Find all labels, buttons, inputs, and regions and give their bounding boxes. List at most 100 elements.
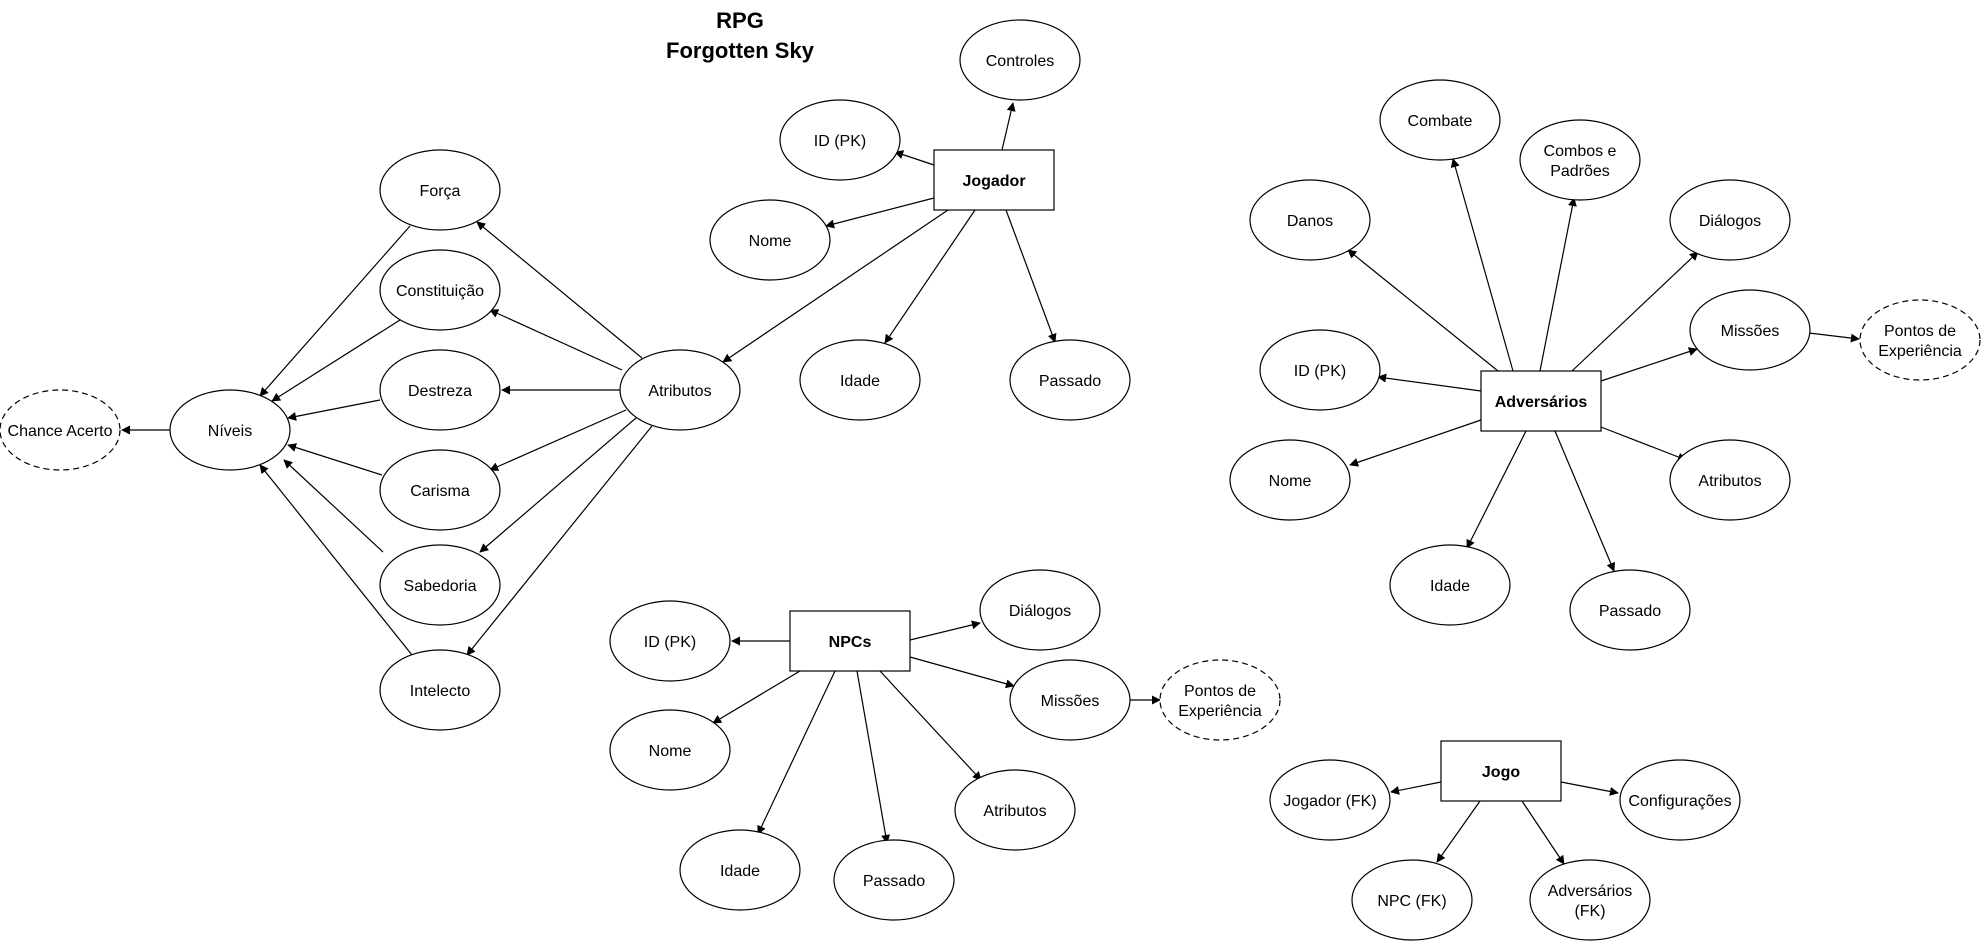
node-chance-acerto: Chance Acerto [0, 389, 121, 471]
connectors [121, 102, 1860, 865]
edge-jogador-passado [1005, 209, 1057, 343]
edge-npc-atributos [879, 670, 982, 781]
svg-text:Idade: Idade [1430, 578, 1470, 595]
edge-destreza-niveis [287, 399, 381, 421]
entity-npcs: NPCs [789, 610, 911, 672]
svg-text:NPC (FK): NPC (FK) [1377, 893, 1446, 910]
edge-jogo-adv [1521, 800, 1565, 865]
svg-text:NPCs: NPCs [829, 634, 872, 651]
edge-intelecto-niveis [259, 464, 413, 656]
svg-text:Experiência: Experiência [1178, 703, 1262, 720]
edge-adv-missoes [1600, 347, 1698, 382]
edge-adv-passado [1554, 430, 1616, 572]
svg-text:(FK): (FK) [1574, 903, 1605, 920]
edge-carisma-niveis [287, 443, 383, 476]
svg-text:Adversários: Adversários [1495, 394, 1588, 411]
svg-text:ID (PK): ID (PK) [814, 133, 866, 150]
node-niveis: Níveis [169, 389, 291, 471]
entity-jogador: Jogador [933, 149, 1055, 211]
node-forca: Força [379, 149, 501, 231]
svg-text:Missões: Missões [1721, 323, 1780, 340]
node-adv-id: ID (PK) [1259, 329, 1381, 411]
svg-text:Experiência: Experiência [1878, 343, 1962, 360]
edge-adv-idade [1466, 430, 1527, 549]
node-jogo-jogador-fk: Jogador (FK) [1269, 759, 1391, 841]
svg-text:Idade: Idade [840, 373, 880, 390]
svg-text:Níveis: Níveis [208, 423, 252, 440]
edge-adv-danos [1347, 249, 1499, 372]
edge-npc-passado [856, 670, 891, 844]
edge-jogador-controles [1001, 102, 1016, 151]
node-adv-combate: Combate [1379, 79, 1501, 161]
svg-text:Força: Força [420, 183, 461, 200]
node-constituicao: Constituição [379, 249, 501, 331]
edge-jogo-config [1560, 781, 1619, 796]
node-npc-idade: Idade [679, 829, 801, 911]
svg-text:Intelecto: Intelecto [410, 683, 471, 700]
node-adv-dialogos: Diálogos [1669, 179, 1791, 261]
edge-npc-missoes [909, 656, 1015, 689]
svg-text:Atributos: Atributos [648, 383, 711, 400]
node-npc-dialogos: Diálogos [979, 569, 1101, 651]
svg-text:Passado: Passado [1599, 603, 1661, 620]
node-adv-missoes: Missões [1689, 289, 1811, 371]
entity-jogo: Jogo [1440, 740, 1562, 802]
svg-text:Pontos de: Pontos de [1184, 683, 1256, 700]
svg-text:Configurações: Configurações [1628, 793, 1731, 810]
svg-text:Nome: Nome [749, 233, 792, 250]
edge-sabedoria-niveis [283, 459, 384, 553]
node-jogo-adversarios-fk: Adversários (FK) [1529, 859, 1651, 941]
edge-constituicao-niveis [271, 319, 401, 402]
svg-text:Constituição: Constituição [396, 283, 484, 300]
edge-adv-combate [1450, 158, 1514, 372]
svg-text:Chance Acerto: Chance Acerto [8, 423, 113, 440]
node-atributos: Atributos [619, 349, 741, 431]
svg-text:Idade: Idade [720, 863, 760, 880]
node-adv-atributos: Atributos [1669, 439, 1791, 521]
svg-text:Diálogos: Diálogos [1699, 213, 1761, 230]
edge-jogador-id [894, 150, 935, 166]
svg-text:Adversários: Adversários [1548, 883, 1632, 900]
edge-npc-nome [712, 670, 801, 724]
node-jogador-controles: Controles [959, 19, 1081, 101]
node-jogador-id: ID (PK) [779, 99, 901, 181]
edge-adv-id [1377, 373, 1482, 392]
node-jogador-idade: Idade [799, 339, 921, 421]
svg-text:Jogo: Jogo [1482, 764, 1520, 781]
svg-text:Atributos: Atributos [1698, 473, 1761, 490]
svg-text:Sabedoria: Sabedoria [404, 578, 477, 595]
edge-atributos-constituicao [489, 309, 623, 371]
node-jogo-npc-fk: NPC (FK) [1351, 859, 1473, 941]
node-npc-passado: Passado [833, 839, 955, 921]
node-npc-missoes: Missões [1009, 659, 1131, 741]
edge-atributos-intelecto [466, 425, 653, 656]
svg-text:Passado: Passado [863, 873, 925, 890]
svg-text:Jogador (FK): Jogador (FK) [1283, 793, 1376, 810]
edge-missoes-xp [1808, 332, 1860, 343]
edge-jogador-idade [884, 209, 976, 344]
node-adv-passado: Passado [1569, 569, 1691, 651]
edge-atributos-sabedoria [479, 417, 637, 553]
node-sabedoria: Sabedoria [379, 544, 501, 626]
edge-atributos-carisma [489, 409, 627, 471]
svg-text:Passado: Passado [1039, 373, 1101, 390]
svg-text:Padrões: Padrões [1550, 163, 1610, 180]
edge-adv-combos [1539, 197, 1577, 372]
node-adv-xp: Pontos de Experiência [1859, 299, 1981, 381]
edge-forca-niveis [259, 225, 411, 397]
svg-text:Nome: Nome [649, 743, 692, 760]
svg-text:Carisma: Carisma [410, 483, 470, 500]
edge-npc-idade [757, 670, 836, 835]
svg-text:Destreza: Destreza [408, 383, 472, 400]
edge-adv-nome [1349, 419, 1482, 467]
node-carisma: Carisma [379, 449, 501, 531]
node-adv-nome: Nome [1229, 439, 1351, 521]
edge-jogo-npc [1436, 800, 1481, 863]
svg-text:Diálogos: Diálogos [1009, 603, 1071, 620]
svg-text:Pontos de: Pontos de [1884, 323, 1956, 340]
edge-adv-dialogos [1571, 251, 1699, 372]
svg-text:ID (PK): ID (PK) [1294, 363, 1346, 380]
node-jogo-configuracoes: Configurações [1619, 759, 1741, 841]
node-adv-danos: Danos [1249, 179, 1371, 261]
edge-npc-dialogos [909, 620, 981, 641]
